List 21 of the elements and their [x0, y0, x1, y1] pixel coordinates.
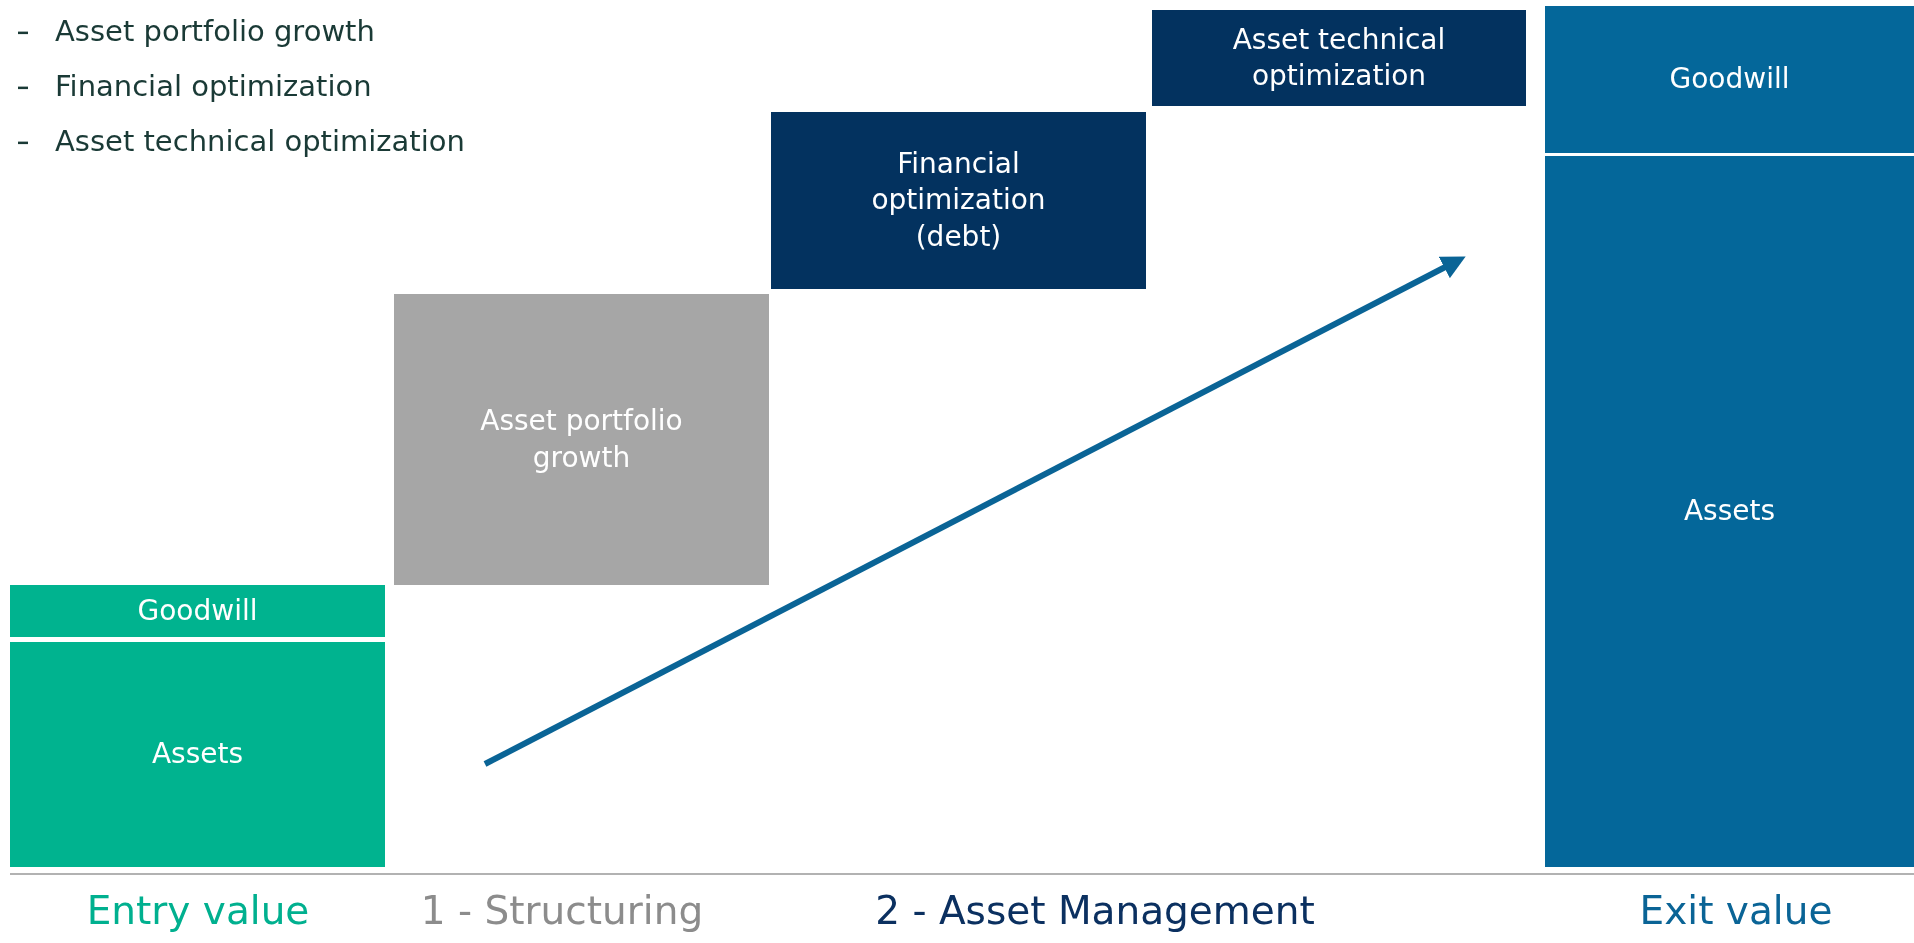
phase-label: Entry value — [86, 888, 310, 933]
node-label: Assets — [1683, 493, 1776, 530]
node-label: Assets — [151, 736, 244, 773]
list-item: Asset portfolio growth — [55, 14, 375, 48]
phase-label: Exit value — [1639, 888, 1833, 933]
assets-bar — [10, 642, 385, 867]
list-item: Asset technical optimization — [55, 124, 465, 158]
phase-label: 1 - Structuring — [420, 888, 704, 933]
node-label: Asset portfolio growth — [479, 403, 684, 476]
assets-bar — [1545, 156, 1914, 867]
step-box — [771, 112, 1146, 289]
phase-label: 2 - Asset Management — [875, 888, 1315, 933]
node-label: Goodwill — [137, 592, 258, 629]
goodwill-bar — [1545, 6, 1914, 153]
step-box — [1152, 10, 1526, 106]
goodwill-bar — [10, 585, 385, 637]
node-label: Asset technical optimization — [1231, 21, 1447, 94]
step-box — [394, 294, 769, 585]
list-item: Financial optimization — [55, 69, 372, 103]
node-label: Financial optimization (debt) — [870, 145, 1047, 255]
node-label: Goodwill — [1669, 61, 1790, 98]
